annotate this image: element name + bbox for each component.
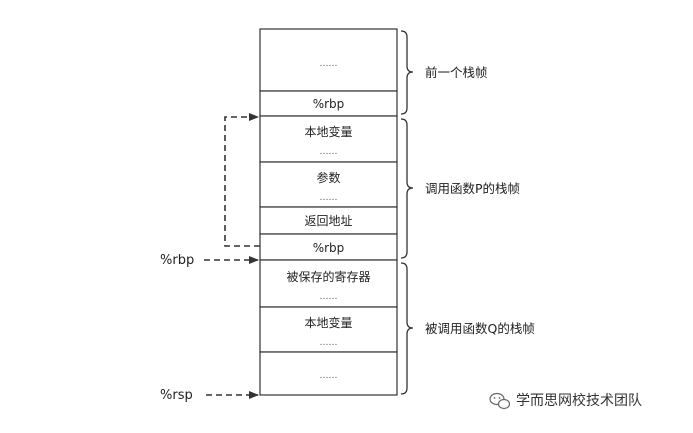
prev-saved-rbp-label: %rbp	[313, 97, 345, 111]
prev-saved-rbp-cell: %rbp	[259, 90, 398, 117]
p-local-vars-cell: 本地变量 ……	[259, 115, 398, 163]
q-local-vars-dots: ……	[320, 338, 338, 348]
p-return-address-label: 返回地址	[304, 214, 352, 228]
rbp-pointer-label: %rbp	[160, 253, 194, 268]
prev-frame-label: 前一个栈帧	[425, 65, 488, 80]
watermark: 学而思网校技术团队	[489, 392, 642, 410]
q-saved-registers-cell: 被保存的寄存器 ……	[259, 259, 398, 308]
frame-braces	[400, 30, 414, 395]
wechat-icon	[489, 392, 511, 410]
q-saved-registers-dots: ……	[320, 292, 338, 302]
p-saved-rbp-cell: %rbp	[259, 233, 398, 261]
q-frame-brace	[400, 262, 414, 395]
q-frame-label: 被调用函数Q的栈帧	[425, 321, 535, 336]
p-local-vars-label: 本地变量	[304, 124, 352, 139]
q-more-cell: ……	[259, 351, 398, 396]
stack-column: …… %rbp 本地变量 …… 参数 …… 返回地址 %rbp 被保存的寄存	[259, 28, 398, 396]
p-arguments-dots: ……	[320, 193, 338, 203]
p-return-address-cell: 返回地址	[259, 206, 398, 235]
p-frame-label: 调用函数P的栈帧	[425, 181, 520, 196]
prev-frame-brace	[400, 30, 414, 115]
p-arguments-label: 参数	[316, 170, 340, 185]
prev-frame-more-dots: ……	[320, 59, 338, 69]
q-local-vars-label: 本地变量	[304, 315, 352, 330]
p-saved-rbp-label: %rbp	[313, 241, 345, 255]
q-local-vars-cell: 本地变量 ……	[259, 306, 398, 353]
saved-rbp-link-arrow	[224, 113, 260, 247]
q-saved-registers-label: 被保存的寄存器	[286, 269, 370, 284]
rsp-pointer-label: %rsp	[160, 388, 193, 403]
watermark-label: 学而思网校技术团队	[516, 392, 642, 409]
q-more-dots: ……	[320, 371, 338, 381]
p-local-vars-dots: ……	[320, 147, 338, 157]
prev-frame-more-cell: ……	[259, 28, 398, 92]
p-frame-brace	[400, 118, 414, 259]
p-arguments-cell: 参数 ……	[259, 161, 398, 208]
